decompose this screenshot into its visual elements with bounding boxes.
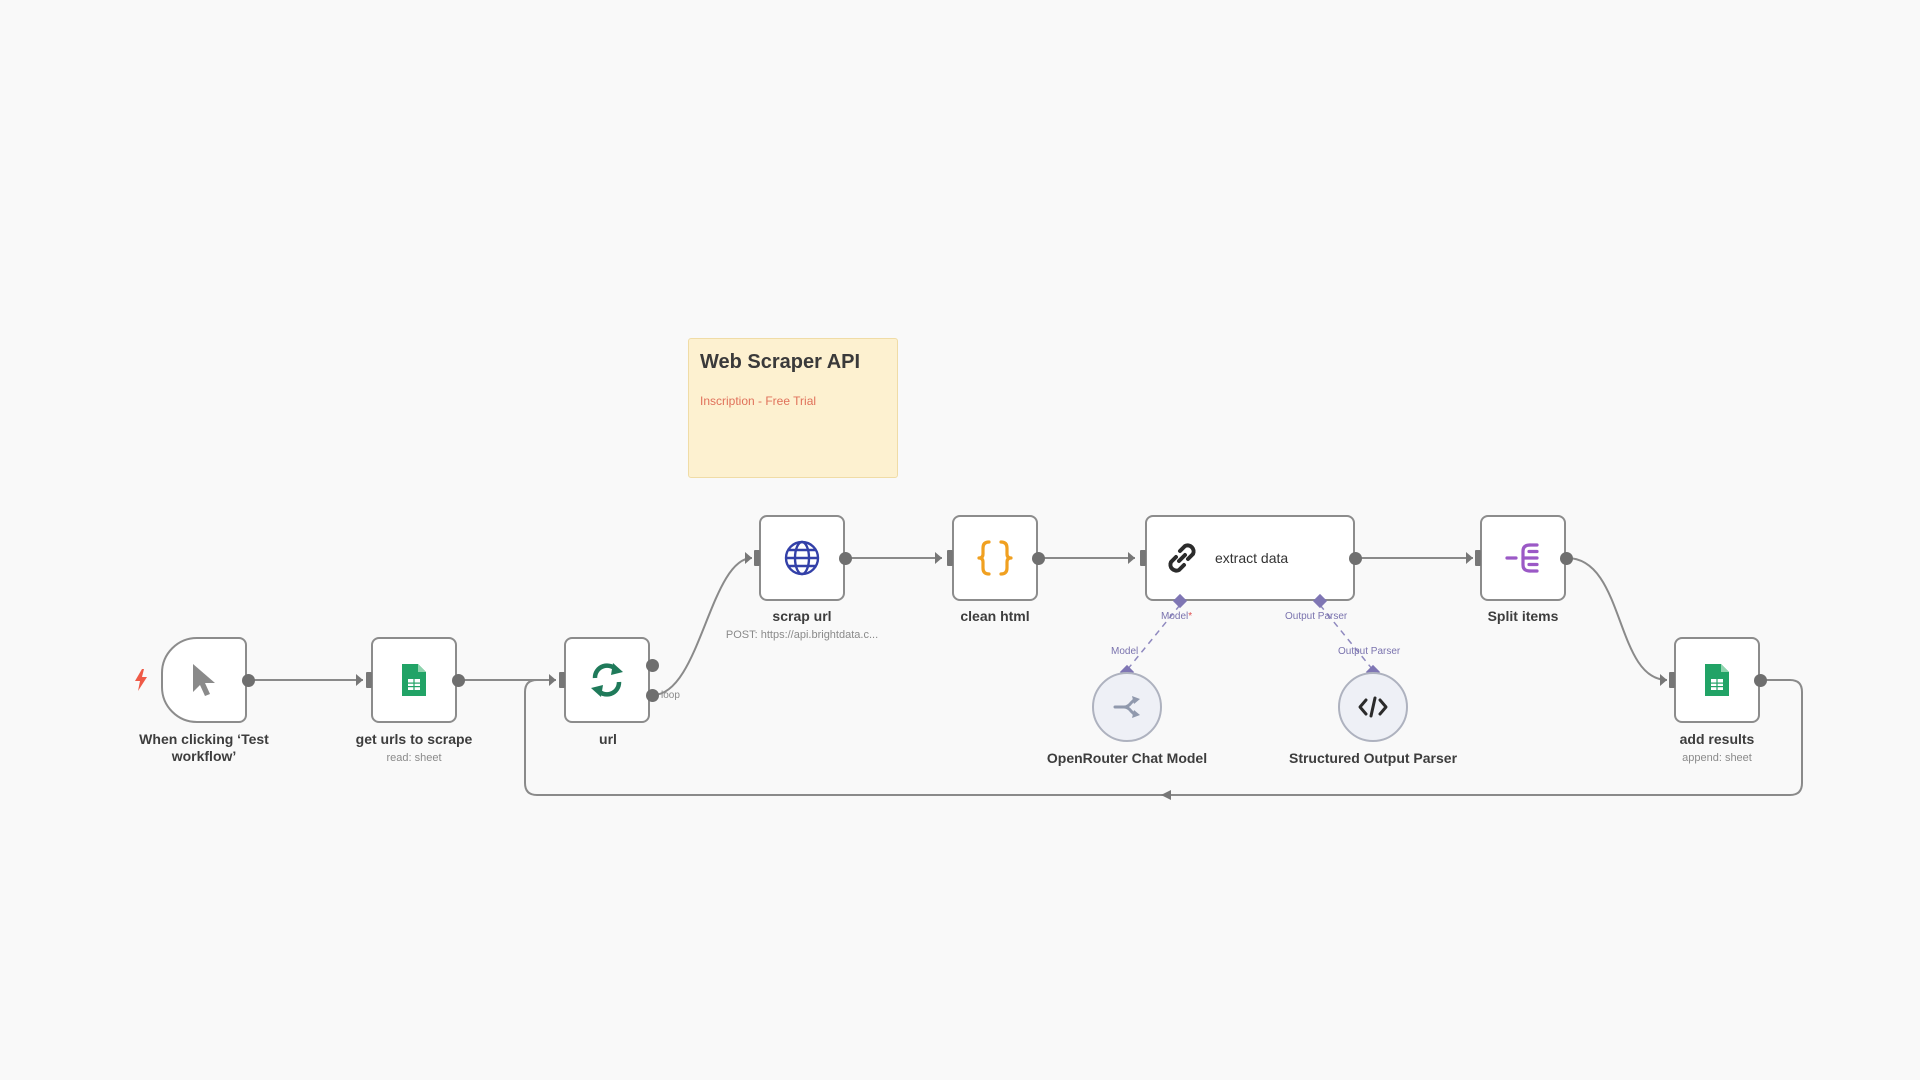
output-port[interactable] bbox=[1754, 674, 1767, 687]
output-port[interactable] bbox=[1032, 552, 1045, 565]
arrow-loop bbox=[549, 674, 556, 686]
wire-parser-dashed bbox=[1319, 604, 1374, 671]
input-port[interactable] bbox=[754, 550, 760, 566]
node-label: Split items bbox=[1487, 608, 1559, 624]
cursor-icon bbox=[193, 664, 215, 696]
output-port-loop[interactable] bbox=[646, 689, 659, 702]
sticky-note-link[interactable]: Inscription - Free Trial bbox=[700, 394, 817, 408]
arrow-clean-html bbox=[935, 552, 942, 564]
model-port-label: Model* bbox=[1161, 611, 1193, 622]
input-port[interactable] bbox=[1475, 550, 1481, 566]
output-port[interactable] bbox=[242, 674, 255, 687]
trigger-bolt-icon bbox=[135, 669, 147, 691]
node-sublabel: read: sheet bbox=[386, 752, 442, 764]
node-inline-label: extract data bbox=[1215, 550, 1289, 566]
globe-icon bbox=[784, 540, 820, 576]
input-port[interactable] bbox=[559, 672, 565, 688]
loop-back-arrow bbox=[1161, 790, 1171, 800]
wire-split-to-add-results bbox=[1566, 557, 1668, 681]
link-chain-icon bbox=[1168, 543, 1196, 573]
arrow-scrap-url bbox=[745, 552, 752, 564]
curly-braces-icon bbox=[977, 540, 1013, 576]
wire-loop-to-scrap-url bbox=[652, 557, 753, 696]
arrow-add-results bbox=[1660, 674, 1667, 686]
node-sublabel: append: sheet bbox=[1682, 752, 1752, 764]
wire-model-dashed bbox=[1126, 604, 1181, 671]
node-sublabel: POST: https://api.brightdata.c... bbox=[725, 629, 879, 641]
input-port[interactable] bbox=[1669, 672, 1675, 688]
node-label: get urls to scrape bbox=[355, 731, 473, 747]
sub-port-label: Model bbox=[1111, 646, 1139, 657]
node-extract-data[interactable]: extract data bbox=[1145, 515, 1355, 601]
node-label: add results bbox=[1679, 731, 1755, 747]
split-items-icon bbox=[1505, 543, 1539, 573]
sticky-note[interactable]: Web Scraper API Inscription - Free Trial bbox=[688, 338, 898, 478]
node-label: clean html bbox=[960, 608, 1030, 624]
node-label: Structured Output Parser bbox=[1288, 750, 1458, 766]
node-clean-html[interactable] bbox=[952, 515, 1038, 601]
sticky-note-title: Web Scraper API bbox=[700, 351, 861, 373]
node-scrap-url[interactable] bbox=[759, 515, 845, 601]
google-sheets-icon bbox=[1705, 664, 1729, 696]
code-brackets-icon bbox=[1358, 696, 1388, 718]
node-structured-output-parser[interactable] bbox=[1338, 672, 1408, 742]
input-port[interactable] bbox=[947, 550, 953, 566]
arrow-get-urls bbox=[356, 674, 363, 686]
google-sheets-icon bbox=[402, 664, 426, 696]
output-port[interactable] bbox=[452, 674, 465, 687]
node-openrouter-chat-model[interactable] bbox=[1092, 672, 1162, 742]
node-add-results[interactable] bbox=[1674, 637, 1760, 723]
arrow-extract bbox=[1128, 552, 1135, 564]
sub-port-label: Output Parser bbox=[1338, 646, 1401, 657]
output-port[interactable] bbox=[1560, 552, 1573, 565]
openrouter-icon bbox=[1113, 696, 1140, 718]
node-get-urls-to-scrape[interactable] bbox=[371, 637, 457, 723]
arrow-split bbox=[1466, 552, 1473, 564]
node-label: When clicking ‘Test workflow’ bbox=[139, 731, 269, 764]
node-manual-trigger[interactable] bbox=[161, 637, 247, 723]
node-label: url bbox=[599, 731, 617, 747]
node-loop-url[interactable] bbox=[564, 637, 650, 723]
input-port[interactable] bbox=[1140, 550, 1146, 566]
refresh-loop-icon bbox=[591, 663, 623, 697]
node-label: OpenRouter Chat Model bbox=[1046, 750, 1208, 766]
wire-add-results-loop-back bbox=[524, 679, 1803, 796]
output-port[interactable] bbox=[839, 552, 852, 565]
input-port[interactable] bbox=[366, 672, 372, 688]
node-split-items[interactable] bbox=[1480, 515, 1566, 601]
output-port[interactable] bbox=[1349, 552, 1362, 565]
loop-port-label: loop bbox=[661, 690, 680, 701]
output-port-done[interactable] bbox=[646, 659, 659, 672]
node-label: scrap url bbox=[772, 608, 832, 624]
output-parser-port-label: Output Parser bbox=[1285, 611, 1348, 622]
